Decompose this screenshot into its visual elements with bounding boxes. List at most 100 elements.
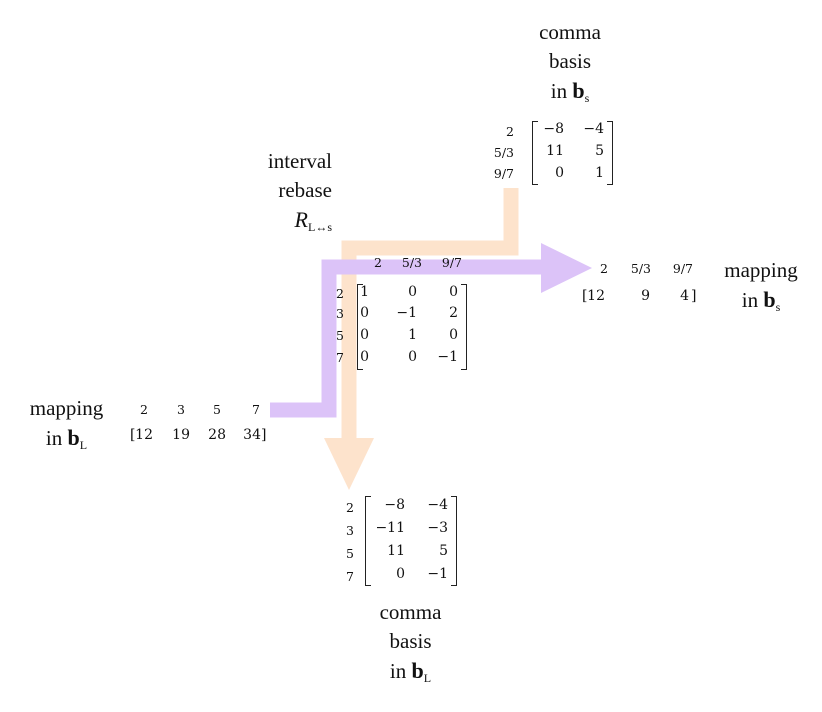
vector-close-bracket: ] (261, 427, 267, 443)
col-header: 7 (252, 402, 260, 417)
label-word: in (389, 659, 407, 683)
label-line: mapping (29, 396, 104, 420)
label-line: rebase (278, 178, 332, 202)
basis-subscript: s (775, 300, 781, 314)
comma-basis-arrow-path (341, 188, 519, 440)
row-header: 2 (506, 124, 514, 139)
matrix-cell: 0 (360, 349, 369, 365)
col-header: 3 (177, 402, 185, 417)
row-header: 7 (336, 350, 344, 365)
col-header: 9/7 (672, 261, 693, 276)
basis-symbol: b (572, 78, 585, 103)
matrix-cell: −4 (583, 121, 604, 137)
mapping-arrow-head (541, 243, 592, 293)
vector-cell: 9 (641, 288, 650, 304)
label-line: in bs (500, 76, 640, 109)
label-interval-rebase: interval rebase RL↔s (232, 147, 332, 238)
matrix-cell: 11 (546, 143, 564, 159)
vector-open-bracket: [ (130, 427, 136, 443)
matrix-cell: −8 (384, 497, 405, 513)
vector-close-bracket: ] (691, 288, 697, 304)
vector-cell: 4 (680, 288, 689, 304)
mapping-arrow-path (270, 259, 545, 418)
row-header: 3 (346, 523, 354, 538)
label-word: in (741, 288, 759, 312)
matrix-cell: 0 (396, 566, 405, 582)
col-header: 5/3 (401, 255, 422, 270)
row-header: 5/3 (493, 145, 514, 160)
label-mapping-L: mapping in bL (14, 394, 119, 456)
matrix-cell: 1 (408, 327, 417, 343)
row-header: 5 (346, 546, 354, 561)
label-mapping-s: mapping in bs (706, 256, 816, 318)
col-header: 2 (140, 402, 148, 417)
label-line: RL↔s (232, 205, 332, 238)
label-line: basis (389, 629, 432, 653)
mapping-arrow (270, 243, 592, 418)
matrix-cell: −3 (427, 520, 448, 536)
label-line: in bL (343, 656, 478, 689)
row-header: 2 (346, 500, 354, 515)
vector-cell: 12 (135, 427, 153, 443)
label-line: mapping (724, 258, 798, 282)
matrix-cell: 0 (360, 305, 369, 321)
label-line: comma (539, 20, 601, 44)
matrix-cell: −1 (437, 349, 458, 365)
matrix-right-bracket (461, 284, 467, 370)
matrix-cell: 0 (408, 349, 417, 365)
label-comma-basis-s: comma basis in bs (500, 18, 640, 109)
matrix-right-bracket (607, 121, 613, 185)
row-header: 5 (336, 328, 344, 343)
basis-symbol: b (411, 658, 424, 683)
matrix-cell: 0 (360, 327, 369, 343)
row-header: 2 (336, 286, 344, 301)
label-line: in bL (14, 423, 119, 456)
matrix-cell: 5 (595, 143, 604, 159)
vector-cell: 12 (587, 288, 605, 304)
matrix-cell: 0 (449, 327, 458, 343)
vector-open-bracket: [ (582, 288, 588, 304)
col-header: 5/3 (630, 261, 651, 276)
matrix-cell: 1 (595, 165, 604, 181)
matrix-cell: 11 (387, 543, 405, 559)
row-header: 3 (336, 306, 344, 321)
rebase-subscript: L↔s (308, 220, 332, 234)
label-line: basis (549, 49, 591, 73)
row-header: 9/7 (493, 166, 514, 181)
matrix-cell: −1 (427, 566, 448, 582)
matrix-left-bracket (532, 121, 538, 185)
matrix-cell: −1 (396, 305, 417, 321)
vector-cell: 28 (208, 427, 226, 443)
basis-symbol: b (763, 287, 776, 312)
matrix-left-bracket (365, 496, 371, 586)
col-header: 2 (374, 255, 382, 270)
col-header: 9/7 (441, 255, 462, 270)
matrix-cell: −11 (375, 520, 405, 536)
vector-cell: 34 (243, 427, 261, 443)
basis-subscript: L (79, 438, 88, 452)
matrix-cell: −4 (427, 497, 448, 513)
rebase-symbol: R (294, 207, 308, 232)
comma-basis-arrow-head (324, 438, 374, 490)
col-header: 2 (600, 261, 608, 276)
matrix-cell: 0 (449, 284, 458, 300)
col-header: 5 (213, 402, 221, 417)
matrix-cell: 1 (360, 284, 369, 300)
comma-basis-arrow (324, 188, 519, 490)
label-line: in bs (706, 285, 816, 318)
matrix-left-bracket (357, 284, 363, 370)
vector-cell: 19 (172, 427, 190, 443)
label-line: interval (267, 149, 332, 173)
label-word: in (550, 79, 568, 103)
basis-symbol: b (67, 425, 80, 450)
matrix-cell: −8 (543, 121, 564, 137)
label-line: comma (379, 600, 442, 624)
matrix-cell: 5 (439, 543, 448, 559)
label-comma-basis-L: comma basis in bL (343, 598, 478, 689)
row-header: 7 (346, 569, 354, 584)
basis-subscript: s (584, 91, 590, 105)
label-word: in (45, 426, 63, 450)
matrix-cell: 0 (408, 284, 417, 300)
matrix-cell: 0 (555, 165, 564, 181)
